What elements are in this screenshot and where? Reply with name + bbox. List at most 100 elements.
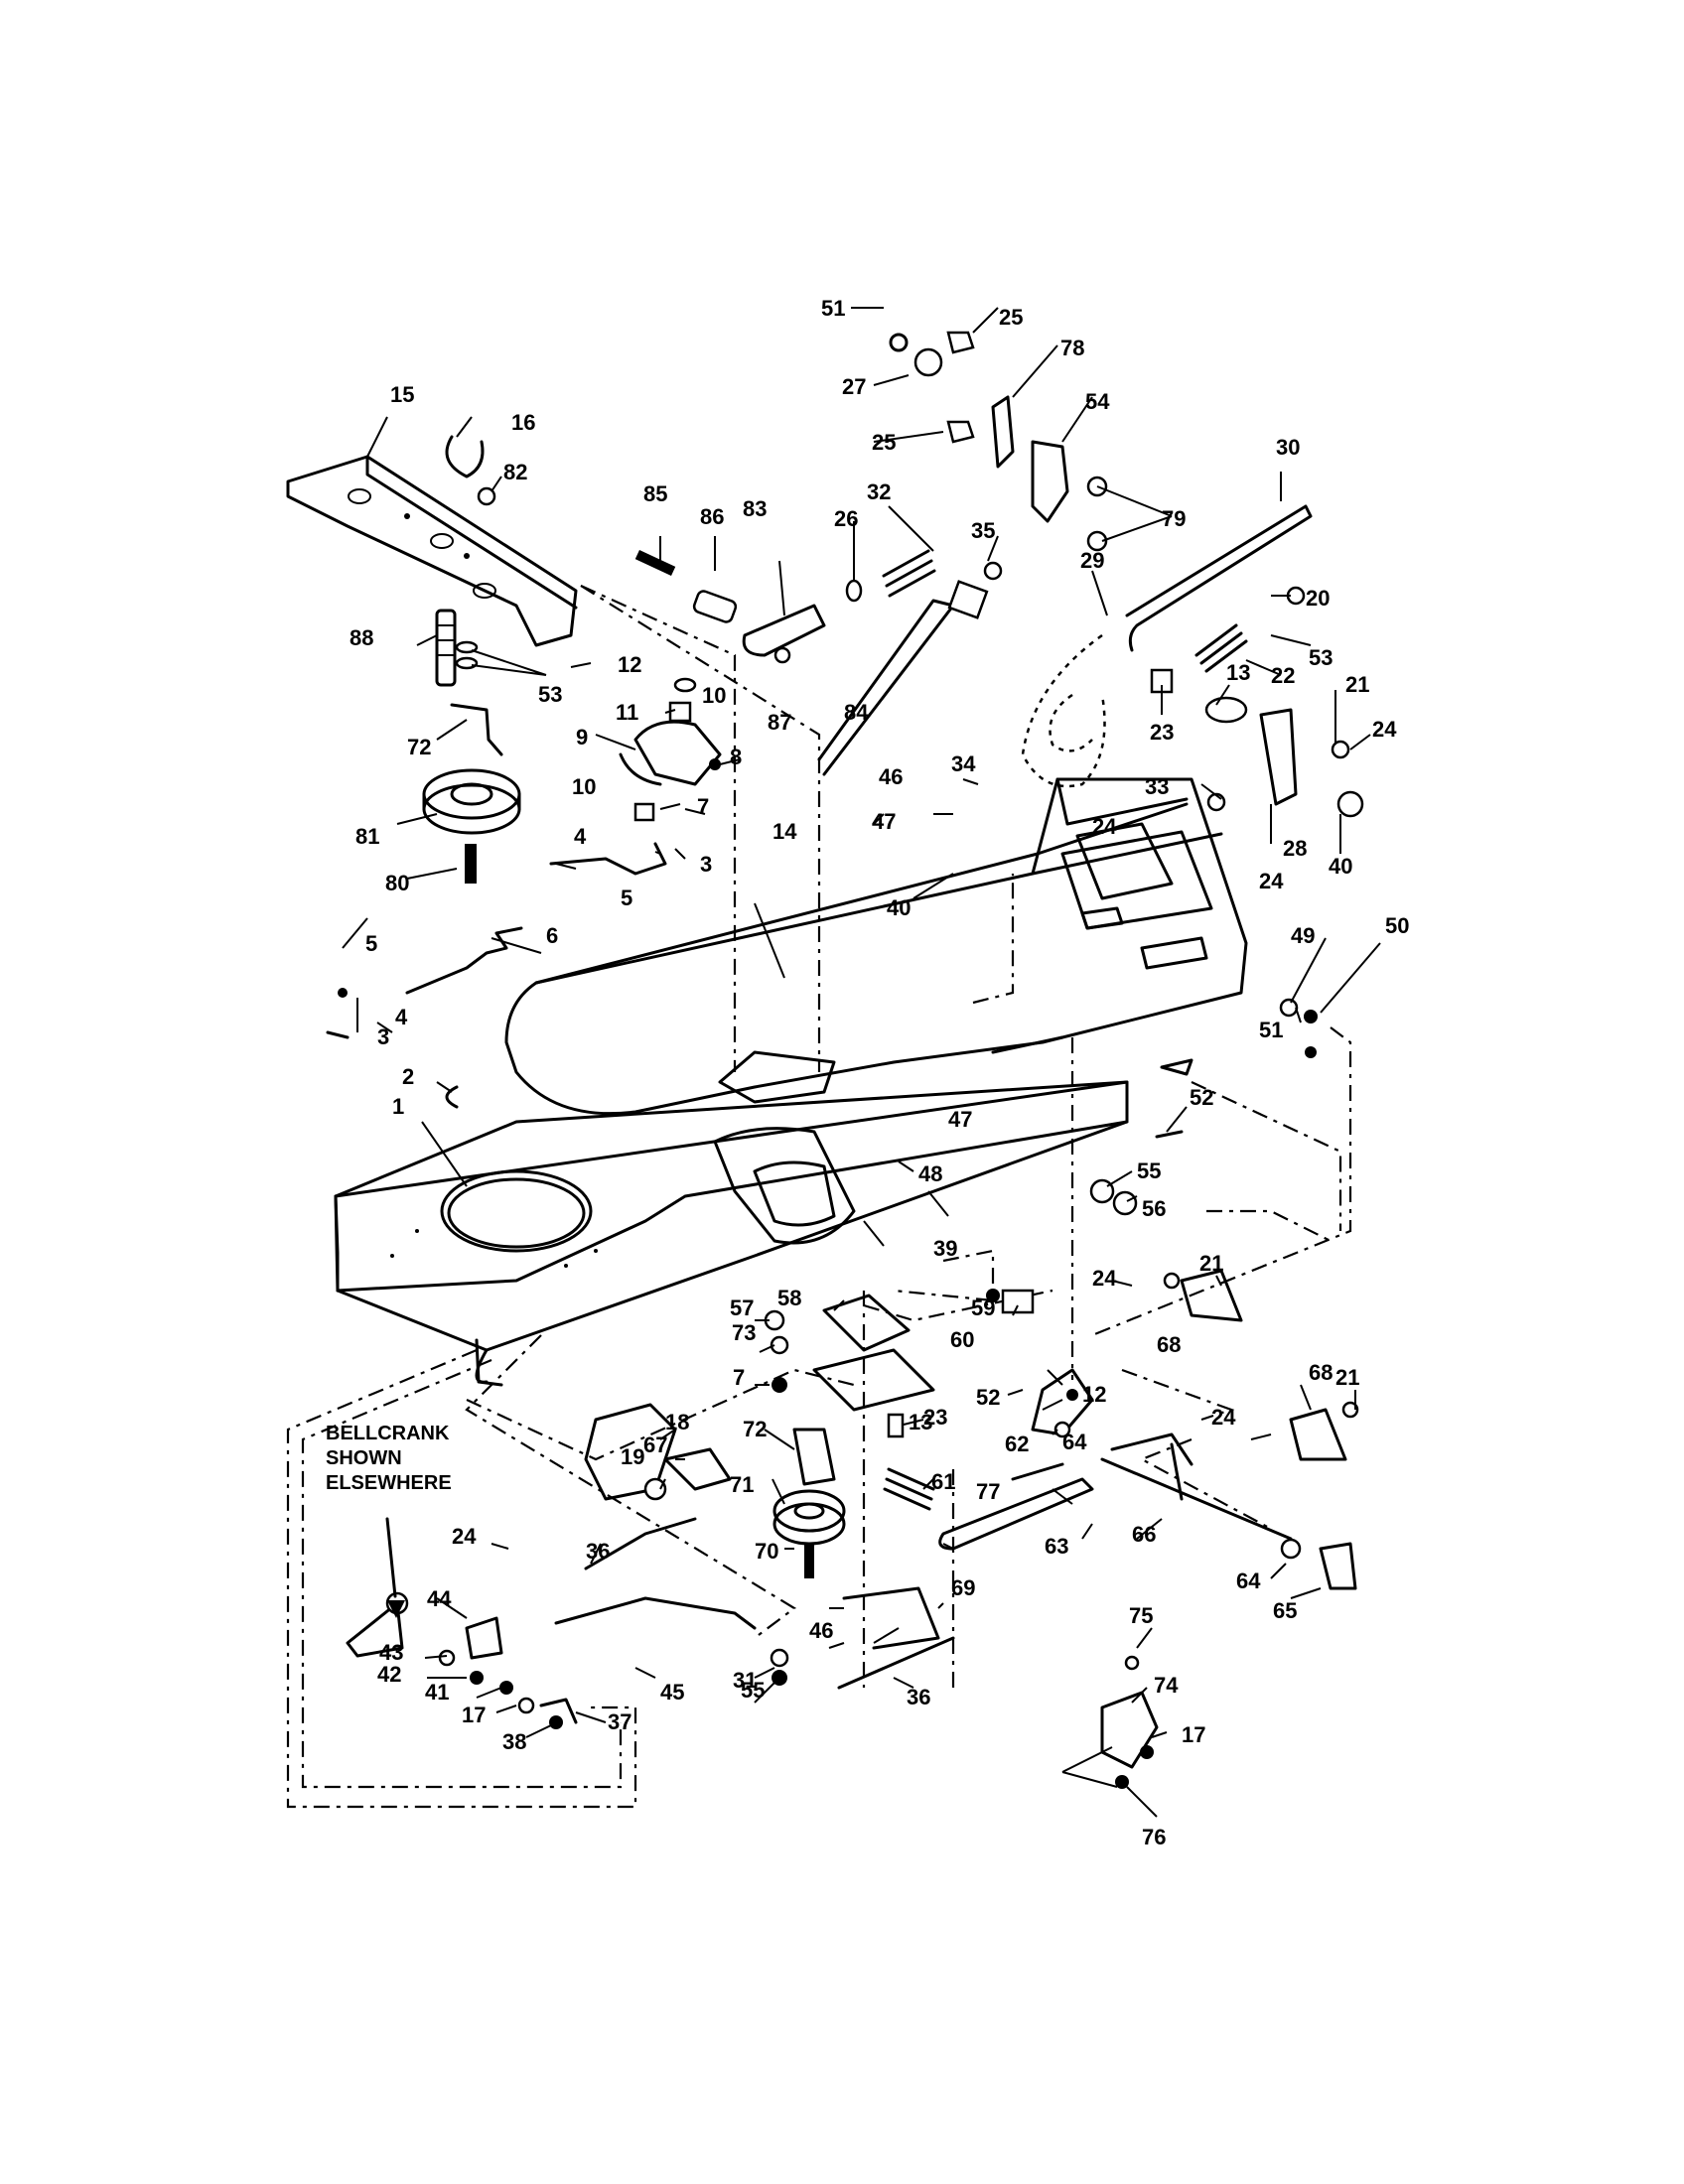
callout-label: 24 [1092,814,1117,839]
part-28-lever [1259,708,1298,806]
part-58-plate-lower [812,1348,935,1412]
part-37-fitting [539,1698,578,1724]
callout-label: 24 [1372,717,1397,742]
callout-label: 39 [933,1236,957,1261]
callout-label: 9 [576,725,588,750]
part-72-bracket-upper [450,703,503,756]
callout-label: 52 [1190,1085,1213,1110]
part-53-washer-b [455,656,479,670]
part-58-plate [822,1294,911,1352]
callout-label: 4 [574,824,587,849]
part-78-plate [991,395,1015,469]
callout-label: 58 [777,1286,801,1310]
part-88-spindle [435,609,457,687]
part-13-bushing [1204,696,1248,724]
part-82-nut [477,486,496,506]
part-68-quadrant-upper [1180,1269,1243,1322]
callout-label: 22 [1271,663,1295,688]
callout-label: 47 [948,1107,972,1132]
callout-label: 31 [733,1668,757,1693]
callout-label: 4 [395,1005,408,1029]
callout-label: 5 [365,931,377,956]
part-17-nut [517,1697,535,1714]
callout-label: 29 [1080,548,1104,573]
callout-label: 30 [1276,435,1300,460]
callout-label: 11 [616,700,638,725]
callout-label: 41 [425,1680,449,1705]
part-65-plate [1319,1542,1357,1590]
callout-label: 51 [1259,1018,1283,1042]
callout-label: 51 [821,296,845,321]
part-45-rod [554,1596,757,1630]
part-79-pin-b [1086,530,1108,552]
part-34-block [947,580,989,619]
part-53-washer-a [455,640,479,654]
callout-label: 5 [621,886,632,910]
part-66-shaft [1100,1433,1293,1541]
part-51-clip-top [889,333,909,352]
part-21-nut-upper [1163,1272,1181,1290]
part-2-clip [445,1085,459,1109]
label-leaders [342,307,1381,1818]
callout-label: 79 [1162,506,1186,531]
note-line-3: ELSEWHERE [326,1472,452,1494]
part-10-bushing-top [668,701,692,723]
callout-label: 20 [1306,586,1330,611]
callout-label: 63 [1045,1534,1068,1559]
part-61-spring [883,1467,935,1511]
part-70-bolt [804,1544,814,1578]
callout-label: 50 [1385,913,1409,938]
part-5-pin [338,988,348,998]
callout-label: 32 [867,479,891,504]
part-17-nut-lower [1140,1745,1154,1759]
callout-label: 88 [350,625,373,650]
callout-label: 84 [844,700,869,725]
callout-label: 25 [872,430,896,455]
callout-label: 23 [923,1405,947,1430]
leader-lines [286,584,1352,1809]
part-35-nut [983,561,1003,581]
part-6-link-lower [405,926,523,995]
part-31-nut [770,1648,789,1668]
callout-label: 85 [643,481,667,506]
part-50-nut [1304,1010,1318,1024]
part-12-nut [1066,1389,1078,1401]
part-8-nut [709,758,721,770]
callout-label: 53 [1309,645,1333,670]
callout-label: 78 [1060,336,1084,360]
callout-label: 3 [377,1024,389,1049]
callout-label: 75 [1129,1603,1153,1628]
part-21-nut [1331,740,1350,759]
callout-label: 72 [407,735,431,759]
callout-label: 12 [618,652,641,677]
callout-label: 76 [1142,1825,1166,1849]
callout-label: 7 [733,1365,745,1390]
callout-label: 82 [503,460,527,484]
part-52-bolt [1155,1130,1184,1139]
callout-label: 83 [743,496,767,521]
callout-label: 34 [951,751,976,776]
part-42-nut [470,1671,484,1685]
callout-label: 87 [768,710,791,735]
callout-label: 13 [1226,660,1250,685]
callout-label: 35 [971,518,995,543]
part-69-bracket [842,1586,940,1650]
callout-label: 80 [385,871,409,895]
callout-label: 24 [1211,1405,1236,1430]
callout-label: 72 [743,1417,767,1441]
callout-label: 25 [999,305,1023,330]
callout-label: 26 [834,506,858,531]
callout-label: 15 [390,382,414,407]
part-9-idler-arm [619,720,722,786]
part-67-nut [643,1477,667,1501]
callout-label: 16 [511,410,535,435]
callout-label: 49 [1291,923,1315,948]
callout-label: 61 [931,1469,955,1494]
part-77-pin [1011,1462,1064,1481]
part-44-bracket [465,1616,503,1660]
callout-label: 62 [1005,1432,1029,1456]
callout-label: 54 [1085,389,1110,414]
callout-label: 55 [741,1678,765,1703]
part-26-washer [845,579,863,603]
part-64-washer [1053,1421,1071,1438]
